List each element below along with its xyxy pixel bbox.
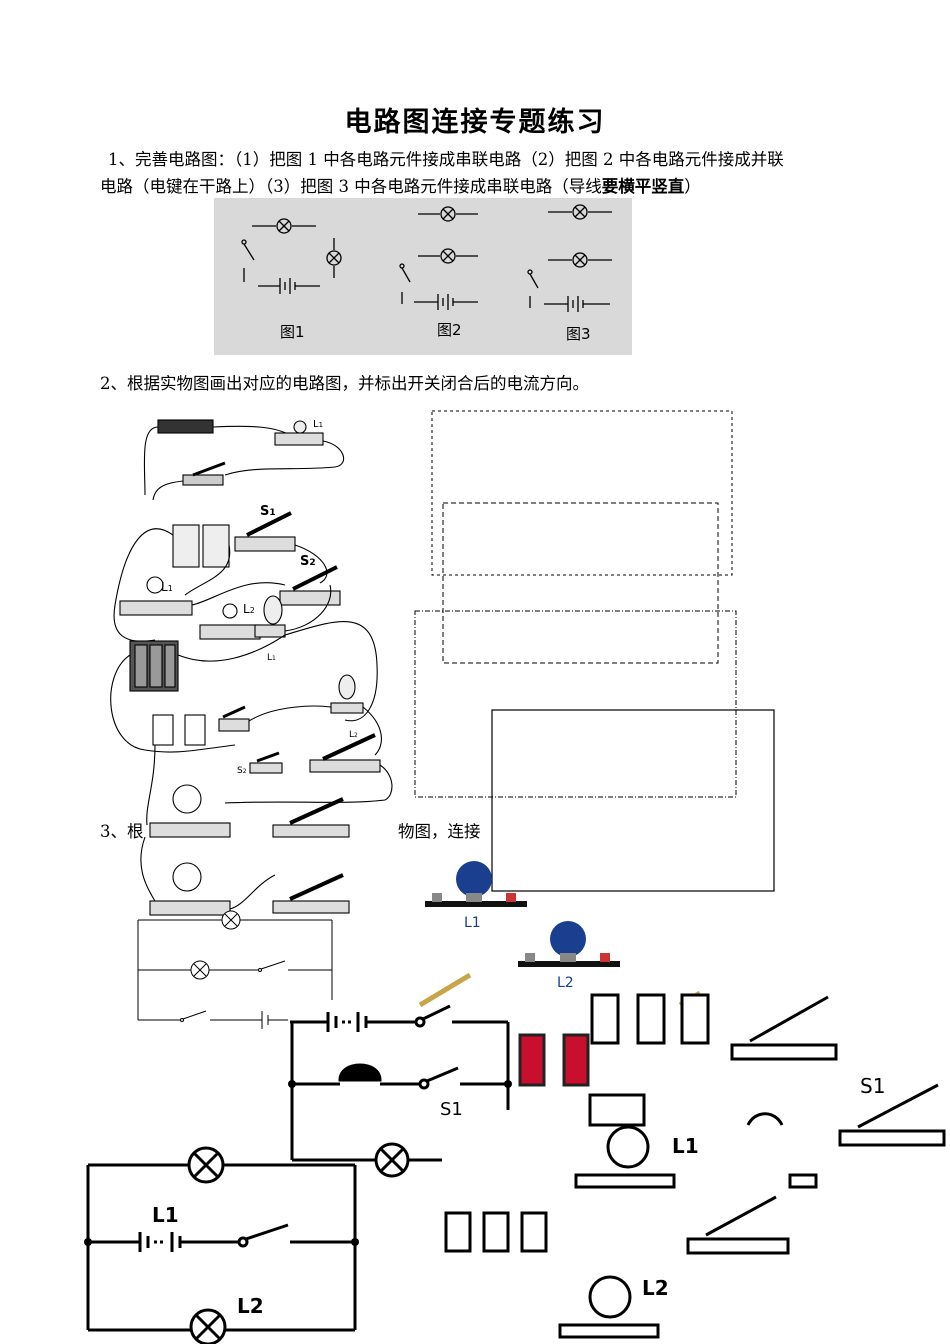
q3-apparatus-collage: S1 L1 L2 — [418, 972, 946, 1339]
label-blue-l1: L1 — [464, 915, 481, 931]
battery-cell — [184, 714, 206, 746]
question-1-text-end: ） — [684, 177, 701, 196]
label-l2-small: L2 — [349, 730, 358, 740]
battery-pack-small — [157, 419, 214, 434]
blue-lamps: L1 L2 — [425, 861, 620, 991]
question-1-line-2: 电路（电键在干路上）（3）把图 3 中各电路元件接成串联电路（导线要横平竖直） — [100, 173, 900, 200]
label-s1-apparatus: S1 — [860, 1074, 885, 1098]
lamp-board — [149, 900, 231, 916]
question-3-text-start: 3、根 — [100, 822, 144, 841]
label-blue-l2: L2 — [557, 975, 574, 991]
question-1-text: 电路（电键在干路上）（3）把图 3 中各电路元件接成串联电路（导线 — [100, 177, 602, 196]
battery-cell — [152, 714, 174, 746]
fig2-label: 图2 — [437, 321, 462, 339]
label-l1-top: L1 — [313, 419, 323, 430]
switch-board — [272, 824, 350, 838]
circuit-diagram-c: L1 L2 — [84, 1146, 359, 1344]
label-l2-diagram: L2 — [237, 1294, 264, 1318]
label-l2-apparatus: L2 — [642, 1276, 669, 1300]
label-l1-diagram: L1 — [152, 1203, 179, 1227]
battery-cell — [202, 524, 230, 568]
q2-apparatus-collage: L1 LS1 S2 L1 L2 L1 L2 S2 — [110, 419, 393, 916]
lamp-board — [149, 822, 231, 838]
bulb-l1 — [456, 861, 492, 897]
label-s2-small: S2 — [237, 766, 247, 776]
answer-box-2 — [442, 502, 719, 664]
question-1-line-1: 1、完善电路图：（1）把图 1 中各电路元件接成串联电路（2）把图 2 中各电路… — [108, 150, 784, 169]
answer-boxes — [414, 410, 775, 892]
circuit-diagram-b: S1 — [288, 1004, 512, 1178]
fig1-circuit — [241, 218, 342, 294]
bulb-l2 — [550, 921, 586, 957]
label-l1: L1 — [161, 580, 173, 594]
label-s2: S2 — [300, 554, 316, 569]
answer-box-4 — [491, 709, 775, 892]
page-title: 电路图连接专题练习 — [344, 107, 606, 138]
fig2-circuit — [399, 206, 478, 310]
label-l2: L2 — [243, 602, 255, 616]
fig3-label: 图3 — [566, 325, 591, 343]
battery-cell — [172, 524, 200, 568]
circuit-diagram-a — [137, 910, 333, 1029]
switch-board — [272, 900, 350, 914]
question-1-emphasis: 要横平竖直 — [601, 177, 685, 196]
question-3-text-end: 物图，连接 — [398, 822, 481, 841]
question-2-text: 2、根据实物图画出对应的电路图，并标出开关闭合后的电流方向。 — [100, 374, 589, 393]
fig3-circuit — [527, 204, 612, 312]
label-s1: LS1 — [260, 504, 276, 519]
label-l1-apparatus: L1 — [672, 1134, 699, 1158]
answer-box-1 — [431, 410, 733, 576]
label-l1-small: L1 — [267, 653, 276, 663]
fig1-label: 图1 — [280, 323, 305, 341]
answer-box-3 — [414, 610, 737, 798]
figure-123-panel: 图1 图2 图3 — [214, 198, 632, 355]
label-s1-diagram: S1 — [440, 1099, 463, 1120]
